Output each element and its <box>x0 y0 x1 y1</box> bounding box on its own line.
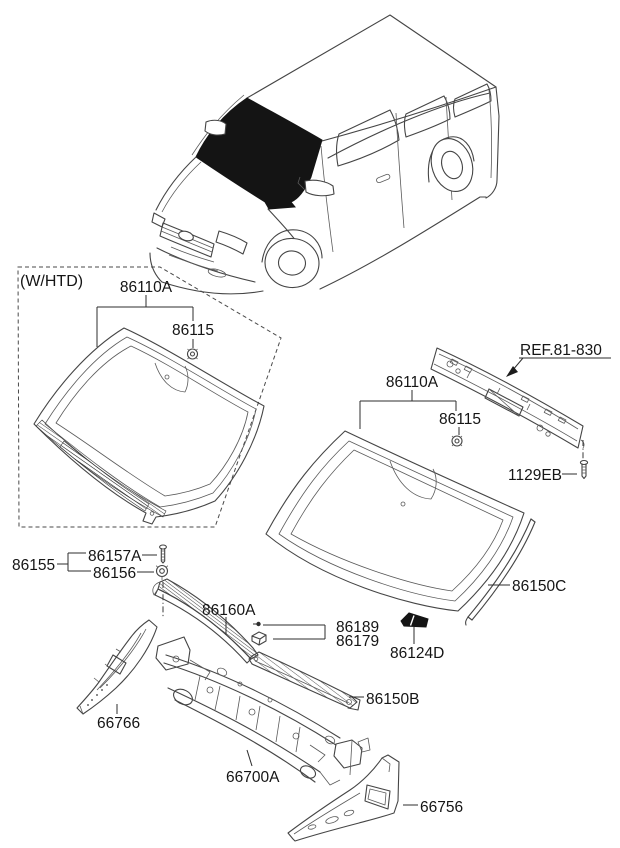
label-side-molding: 86150C <box>512 578 566 595</box>
cowl-panel-assembly-drawing <box>155 636 371 786</box>
heated-variant-note: (W/HTD) <box>20 273 83 290</box>
label-lower-molding: 86124D <box>390 645 444 662</box>
label-pad: 86189 <box>336 619 379 636</box>
label-cowl-panel-assembly: 66700A <box>226 769 280 786</box>
rear-wheel <box>427 136 475 192</box>
front-grille <box>159 222 215 258</box>
label-fender-side-panel-left: 66766 <box>97 715 140 732</box>
label-fender-side-panel-right: 66756 <box>420 799 463 816</box>
label-windshield: 86110A <box>386 374 439 391</box>
label-hardware-kit: 86155 <box>12 557 55 574</box>
label-screw: 86157A <box>88 548 142 565</box>
mirror-button-icon <box>451 435 463 447</box>
vehicle-illustration <box>149 14 500 295</box>
label-windshield-heated: 86110A <box>120 279 173 296</box>
fender-side-panel-right-drawing <box>287 754 400 842</box>
grommet-icon <box>155 564 169 580</box>
side-mirror-right <box>304 179 335 197</box>
label-reference: REF.81-830 <box>520 342 602 359</box>
fender-side-panel-left-drawing <box>76 619 158 715</box>
label-cowl-vent-grille: 86160A <box>202 602 256 619</box>
screw-icon <box>159 544 167 564</box>
cowl-top-panel-drawing <box>430 347 585 449</box>
cowl-vent-grille-drawing <box>152 578 259 664</box>
label-cowl-bolt: 1129EB <box>508 467 562 484</box>
label-mirror-button-heated: 86115 <box>172 322 214 339</box>
label-mirror-button: 86115 <box>439 411 481 428</box>
cowl-bolt-icon <box>579 459 589 480</box>
windshield-heated-drawing <box>33 327 265 525</box>
headlamp-right <box>215 230 248 255</box>
front-wheel <box>261 229 323 289</box>
lower-molding-drawing <box>400 612 429 628</box>
label-grommet: 86156 <box>93 565 136 582</box>
mirror-button-icon-heated <box>186 348 199 360</box>
headlamp-left <box>151 212 166 228</box>
side-molding-drawing <box>465 518 536 626</box>
front-bumper <box>149 246 264 295</box>
side-mirror-left <box>204 119 227 136</box>
reference-arrowhead <box>506 366 518 377</box>
cowl-top-outer-drawing <box>248 651 361 711</box>
pad-icon <box>253 621 261 627</box>
label-cowl-top-outer: 86150B <box>366 691 419 708</box>
clip-icon <box>251 631 267 646</box>
heated-variant-box: (W/HTD) 86110A 86115 <box>17 266 282 528</box>
windshield-drawing <box>265 430 525 612</box>
highlighted-windshield <box>195 97 323 210</box>
label-clip: 86179 <box>336 633 379 650</box>
